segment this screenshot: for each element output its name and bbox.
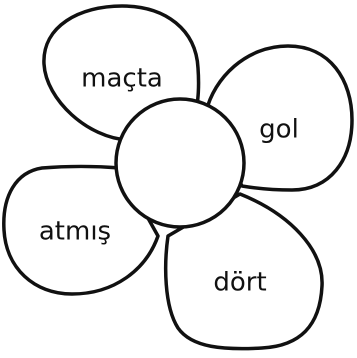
petal-label-dort: dört <box>213 268 266 298</box>
flower-center <box>116 99 244 227</box>
petal-label-macta: maçta <box>81 64 163 94</box>
petal-label-gol: gol <box>259 115 299 145</box>
petal-label-atmis: atmış <box>39 217 111 247</box>
